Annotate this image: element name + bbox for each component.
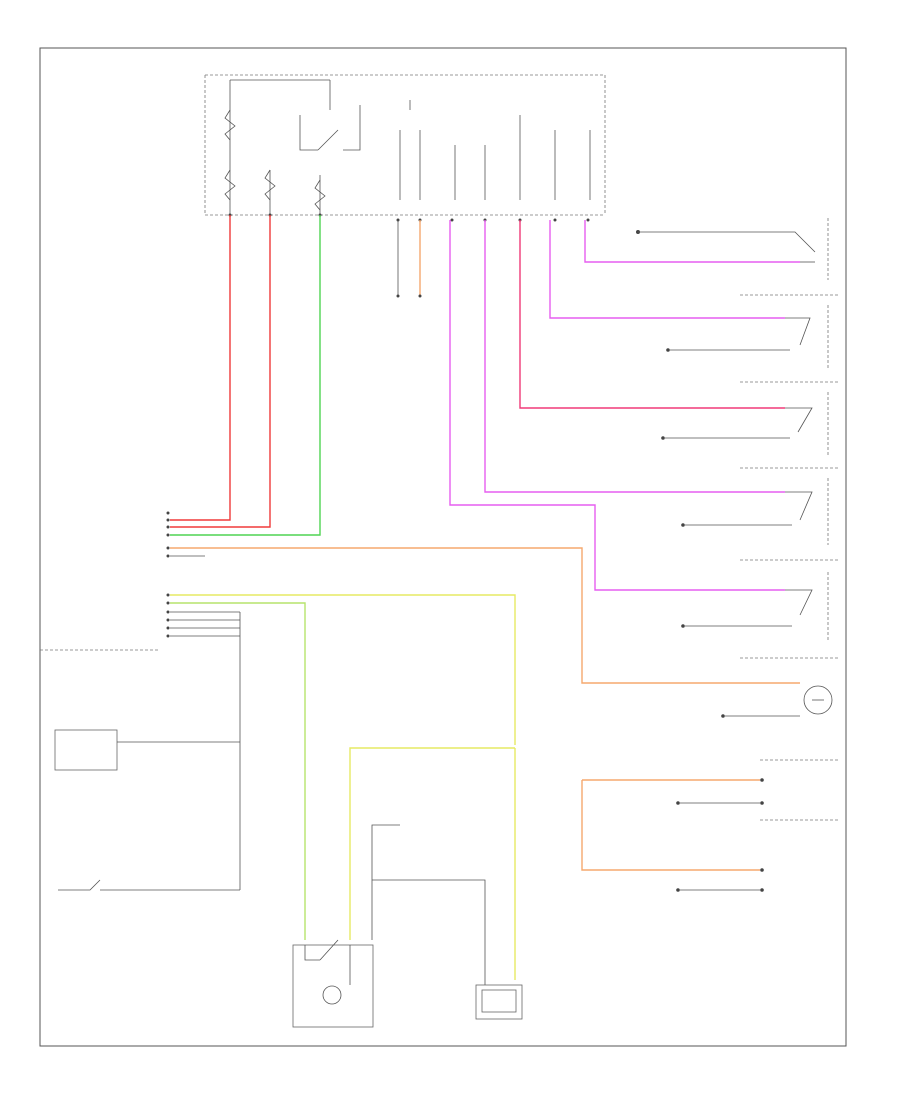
door-ajar-wires bbox=[449, 220, 800, 591]
remote-control-module bbox=[54, 729, 240, 771]
door-ajar-switch-lf bbox=[636, 218, 838, 296]
ignition-switch-assembly bbox=[40, 593, 516, 940]
reading-lamp bbox=[475, 984, 523, 1020]
courtesy-lamp-lower bbox=[292, 939, 374, 1028]
door-ajar-switch-rr bbox=[681, 478, 838, 561]
dome-lamp bbox=[721, 685, 838, 761]
door-ajar-switch-lr bbox=[661, 392, 838, 469]
courtesy-lamp-wires bbox=[581, 778, 838, 892]
reading-lamp-wires bbox=[349, 747, 516, 985]
fuse-block bbox=[204, 74, 606, 217]
connector-blocks bbox=[396, 218, 590, 298]
diagram-border bbox=[39, 47, 847, 1047]
door-ajar-switch-rf bbox=[666, 305, 838, 383]
lamp-switch bbox=[58, 879, 240, 891]
electronic-module bbox=[390, 100, 605, 216]
liftgate-ajar-switch bbox=[681, 572, 838, 659]
power-feed-wires bbox=[166, 215, 800, 684]
